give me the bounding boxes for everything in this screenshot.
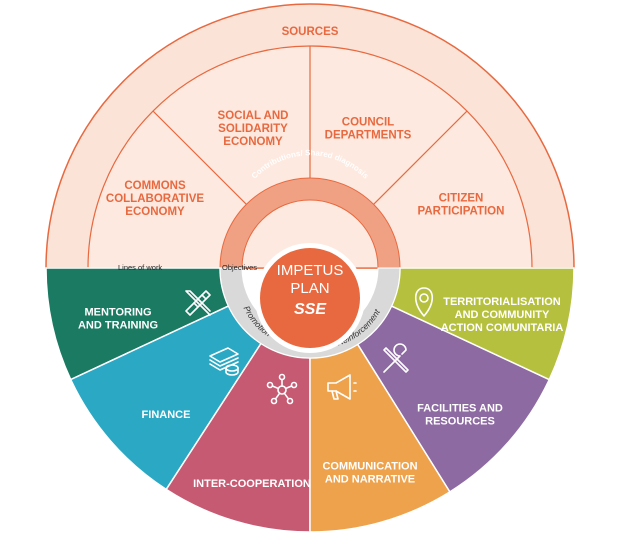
line-of-work-label-line: AND NARRATIVE	[325, 474, 415, 486]
line-of-work-label-line: RESOURCES	[425, 416, 495, 428]
sources-title: SOURCES	[282, 26, 339, 38]
line-of-work-label-line: INTER-COOPERATION	[193, 478, 311, 490]
location-pin-icon	[414, 287, 434, 317]
line-of-work-label-line: ACTION COMUNITARIA	[441, 322, 564, 334]
center-line-2: PLAN	[290, 280, 329, 297]
money-stack-icon	[209, 347, 239, 376]
ruler-pencil-icon	[185, 290, 211, 316]
line-of-work-label-line: COMMUNICATION	[322, 461, 417, 473]
line-of-work-label-line: TERRITORIALISATION	[443, 296, 561, 308]
source-label-line: COLLABORATIVE	[106, 193, 205, 205]
sources-divider	[373, 110, 468, 205]
source-label-line: SOLIDARITY	[218, 123, 288, 135]
network-icon	[266, 373, 298, 405]
tools-icon	[383, 343, 409, 373]
objectives-heading: Objectives	[222, 263, 257, 272]
center-circle	[260, 248, 360, 348]
sources-dividers	[152, 46, 468, 205]
lines-of-work-half-disk	[45, 267, 575, 533]
source-label-line: SOCIAL AND	[218, 110, 289, 122]
line-of-work-label: FINANCE	[142, 409, 191, 421]
source-label-line: COMMONS	[124, 180, 186, 192]
line-of-work-label-line: FACILITIES AND	[417, 403, 503, 415]
line-of-work-label-line: AND COMMUNITY	[455, 309, 550, 321]
sources-divider	[152, 110, 247, 205]
source-label-line: ECONOMY	[125, 206, 185, 218]
source-label-line: COUNCIL	[342, 117, 394, 129]
line-of-work-label-line: AND TRAINING	[78, 320, 158, 332]
line-of-work-label-line: MENTORING	[84, 307, 151, 319]
center-line-3: SSE	[294, 301, 327, 318]
impetus-plan-center: IMPETUS PLAN SSE	[255, 243, 365, 353]
source-label-line: DEPARTMENTS	[325, 130, 412, 142]
lines-of-work-icons	[185, 287, 434, 405]
lines-of-work-heading: Lines of work	[118, 263, 162, 272]
source-label-line: CITIZEN	[439, 193, 484, 205]
source-label-line: PARTICIPATION	[418, 206, 505, 218]
line-of-work-label: INTER-COOPERATION	[193, 478, 311, 490]
center-line-1: IMPETUS	[277, 262, 344, 279]
megaphone-icon	[327, 374, 357, 400]
line-of-work-label-line: FINANCE	[142, 409, 191, 421]
source-label-line: ECONOMY	[223, 136, 283, 148]
